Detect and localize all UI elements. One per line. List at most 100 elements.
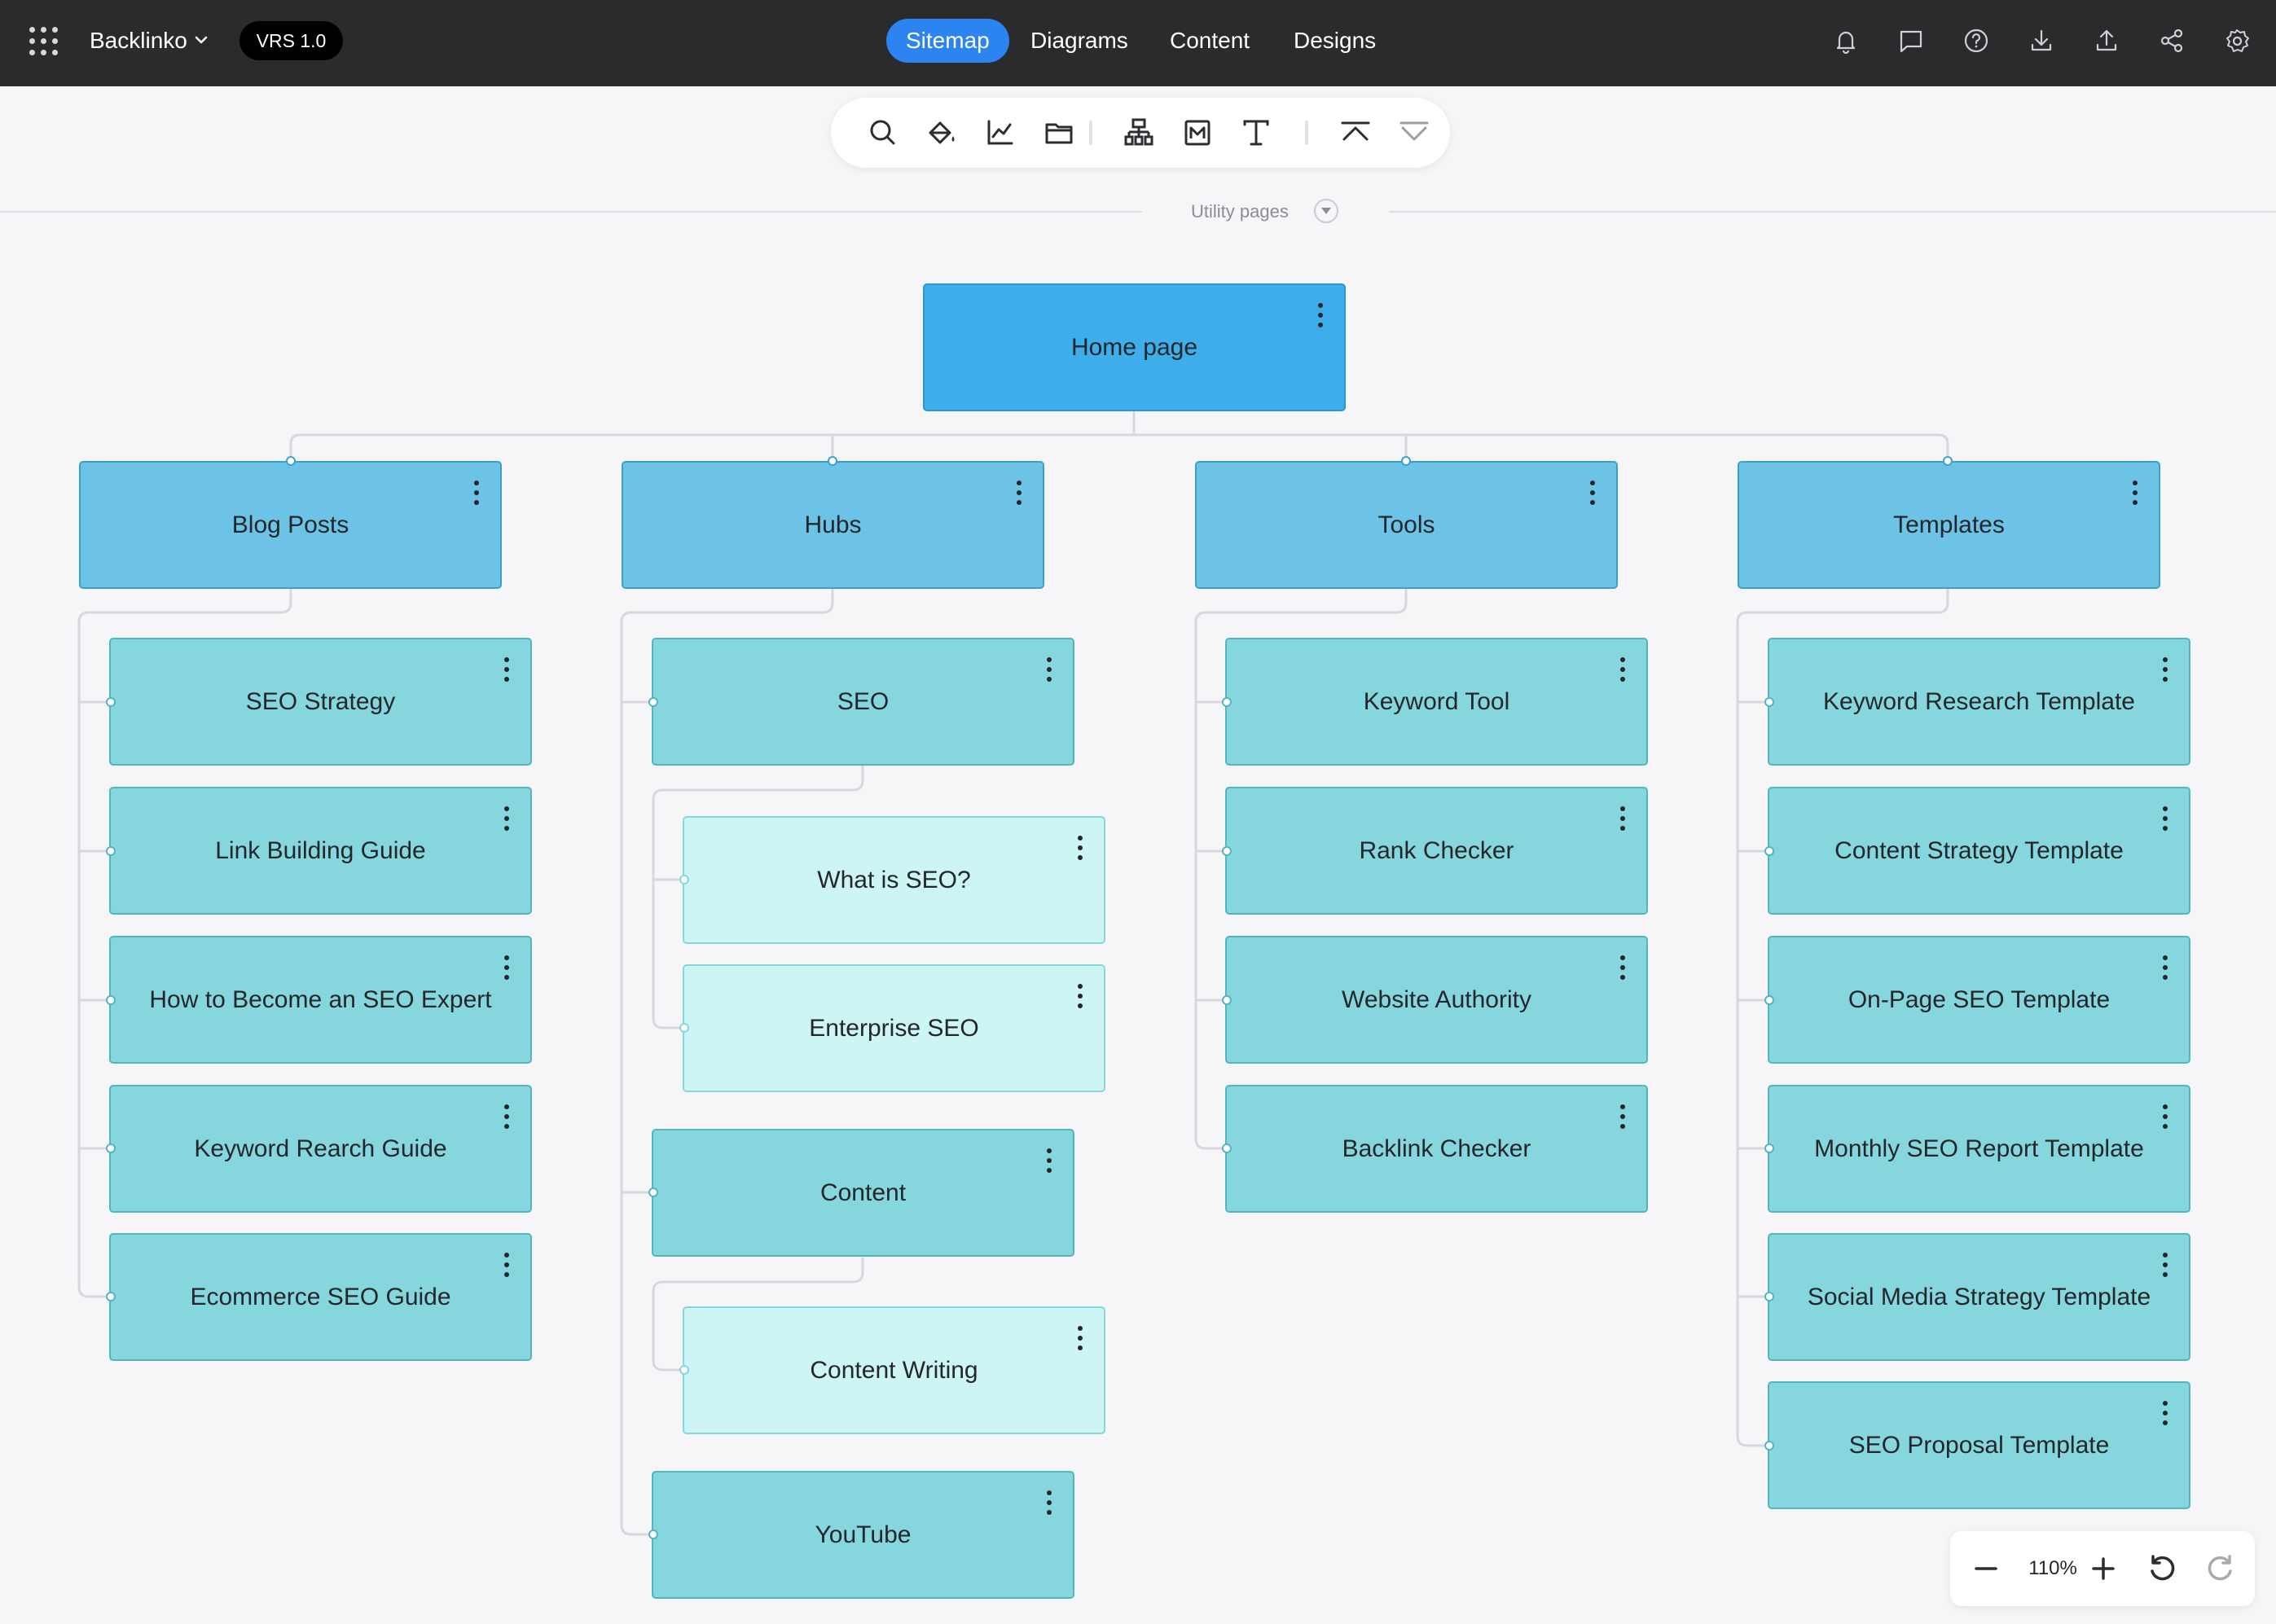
page-card-on-page-seo-template[interactable]: On-Page SEO Template [1768, 936, 2190, 1064]
more-options-icon[interactable] [1619, 1104, 1626, 1129]
version-badge[interactable]: VRS 1.0 [239, 21, 343, 60]
page-card-social-media-strategy-template[interactable]: Social Media Strategy Template [1768, 1233, 2190, 1361]
sitemap-icon[interactable] [1121, 115, 1157, 151]
help-icon[interactable] [1960, 24, 1993, 57]
zoom-in-icon[interactable] [2085, 1551, 2121, 1587]
more-options-icon[interactable] [503, 657, 510, 682]
zoom-out-icon[interactable] [1968, 1551, 2004, 1587]
connector-handle[interactable] [1222, 995, 1232, 1005]
page-card-keyword-tool[interactable]: Keyword Tool [1225, 638, 1648, 766]
connector-handle[interactable] [1943, 456, 1953, 466]
more-options-icon[interactable] [2162, 1253, 2168, 1277]
tab-content[interactable]: Content [1170, 28, 1250, 53]
subpage-card-content-writing[interactable]: Content Writing [683, 1306, 1105, 1434]
page-card-keyword-research-template[interactable]: Keyword Research Template [1768, 638, 2190, 766]
more-options-icon[interactable] [2162, 806, 2168, 831]
connector-handle[interactable] [106, 846, 116, 856]
more-options-icon[interactable] [2162, 1104, 2168, 1129]
connector-handle[interactable] [828, 456, 837, 466]
project-name[interactable]: Backlinko [90, 28, 187, 53]
undo-icon[interactable] [2144, 1551, 2180, 1587]
search-icon[interactable] [865, 115, 901, 151]
connector-handle[interactable] [106, 1143, 116, 1153]
redo-icon[interactable] [2203, 1551, 2239, 1587]
connector-handle[interactable] [1222, 1143, 1232, 1153]
section-card-tools[interactable]: Tools [1195, 461, 1618, 589]
connector-handle[interactable] [679, 1023, 689, 1033]
connector-handle[interactable] [286, 456, 296, 466]
share-icon[interactable] [2155, 24, 2188, 57]
more-options-icon[interactable] [1077, 984, 1083, 1008]
connector-handle[interactable] [648, 697, 658, 707]
more-options-icon[interactable] [1046, 1148, 1052, 1173]
apps-grid-icon[interactable] [29, 27, 59, 56]
more-options-icon[interactable] [473, 481, 480, 505]
page-card-monthly-seo-report-template[interactable]: Monthly SEO Report Template [1768, 1085, 2190, 1213]
more-options-icon[interactable] [1317, 303, 1324, 327]
connector-handle[interactable] [106, 697, 116, 707]
subpage-card-enterprise-seo[interactable]: Enterprise SEO [683, 964, 1105, 1092]
page-card-seo[interactable]: SEO [652, 638, 1074, 766]
markdown-icon[interactable] [1180, 115, 1215, 151]
connector-handle[interactable] [1764, 1292, 1774, 1301]
expand-down-icon[interactable] [1396, 115, 1432, 151]
more-options-icon[interactable] [503, 955, 510, 980]
connector-handle[interactable] [1764, 697, 1774, 707]
more-options-icon[interactable] [1619, 806, 1626, 831]
tab-designs[interactable]: Designs [1294, 28, 1377, 53]
page-card-link-building-guide[interactable]: Link Building Guide [109, 787, 532, 915]
upload-icon[interactable] [2090, 24, 2123, 57]
more-options-icon[interactable] [1077, 836, 1083, 860]
page-card-youtube[interactable]: YouTube [652, 1471, 1074, 1599]
more-options-icon[interactable] [1619, 955, 1626, 980]
more-options-icon[interactable] [1046, 657, 1052, 682]
more-options-icon[interactable] [1016, 481, 1022, 505]
page-card-seo-expert[interactable]: How to Become an SEO Expert [109, 936, 532, 1064]
connector-handle[interactable] [679, 875, 689, 884]
subpage-card-what-is-seo[interactable]: What is SEO? [683, 816, 1105, 944]
chevron-down-icon[interactable] [192, 31, 210, 49]
section-card-templates[interactable]: Templates [1738, 461, 2160, 589]
connector-handle[interactable] [1764, 846, 1774, 856]
connector-handle[interactable] [1222, 846, 1232, 856]
section-card-hubs[interactable]: Hubs [622, 461, 1044, 589]
connector-handle[interactable] [679, 1365, 689, 1375]
collapse-up-icon[interactable] [1338, 115, 1373, 151]
tab-diagrams[interactable]: Diagrams [1030, 28, 1128, 53]
connector-handle[interactable] [1764, 1441, 1774, 1451]
connector-handle[interactable] [1764, 1143, 1774, 1153]
more-options-icon[interactable] [2162, 657, 2168, 682]
more-options-icon[interactable] [2162, 1401, 2168, 1425]
page-card-seo-proposal-template[interactable]: SEO Proposal Template [1768, 1381, 2190, 1509]
sitemap-root-card[interactable]: Home page [923, 283, 1346, 411]
folder-icon[interactable] [1041, 115, 1077, 151]
utility-pages-toggle-icon[interactable] [1314, 199, 1338, 223]
page-card-seo-strategy[interactable]: SEO Strategy [109, 638, 532, 766]
more-options-icon[interactable] [1619, 657, 1626, 682]
more-options-icon[interactable] [503, 1253, 510, 1277]
more-options-icon[interactable] [1046, 1490, 1052, 1515]
settings-icon[interactable] [2221, 24, 2253, 57]
more-options-icon[interactable] [2162, 955, 2168, 980]
page-card-backlink-checker[interactable]: Backlink Checker [1225, 1085, 1648, 1213]
page-card-ecommerce-seo-guide[interactable]: Ecommerce SEO Guide [109, 1233, 532, 1361]
bell-icon[interactable] [1830, 24, 1862, 57]
more-options-icon[interactable] [503, 806, 510, 831]
connector-handle[interactable] [106, 1292, 116, 1301]
connector-handle[interactable] [1401, 456, 1411, 466]
connector-handle[interactable] [106, 995, 116, 1005]
page-card-content-strategy-template[interactable]: Content Strategy Template [1768, 787, 2190, 915]
download-icon[interactable] [2025, 24, 2058, 57]
tab-sitemap[interactable]: Sitemap [886, 19, 1009, 63]
page-card-website-authority[interactable]: Website Authority [1225, 936, 1648, 1064]
comment-icon[interactable] [1895, 24, 1927, 57]
more-options-icon[interactable] [1077, 1326, 1083, 1350]
connector-handle[interactable] [648, 1530, 658, 1539]
connector-handle[interactable] [1764, 995, 1774, 1005]
page-card-keyword-guide[interactable]: Keyword Rearch Guide [109, 1085, 532, 1213]
connector-handle[interactable] [648, 1187, 658, 1197]
text-icon[interactable] [1238, 115, 1274, 151]
chart-icon[interactable] [982, 115, 1018, 151]
page-card-rank-checker[interactable]: Rank Checker [1225, 787, 1648, 915]
section-card-blog-posts[interactable]: Blog Posts [79, 461, 502, 589]
